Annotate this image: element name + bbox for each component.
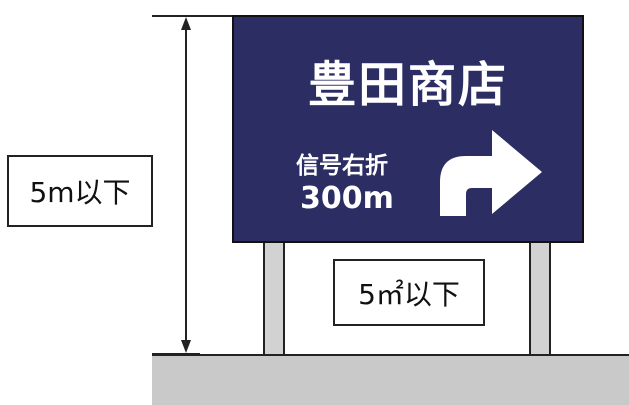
direction-label: 信号右折 <box>296 153 388 179</box>
turn-right-arrow-icon <box>440 130 542 216</box>
shop-name: 豊田商店 <box>307 57 508 113</box>
area-limit-label: 5㎡以下 <box>333 259 485 326</box>
sign-post-left <box>263 241 285 354</box>
height-arrowhead-bottom <box>181 340 191 353</box>
height-limit-label: 5m以下 <box>7 155 153 227</box>
signboard: 豊田商店 信号右折 300m <box>232 15 584 243</box>
height-arrowhead-top <box>181 17 191 30</box>
direction-distance: 300m <box>300 181 394 216</box>
ground <box>152 354 629 405</box>
sign-post-right <box>529 241 551 354</box>
